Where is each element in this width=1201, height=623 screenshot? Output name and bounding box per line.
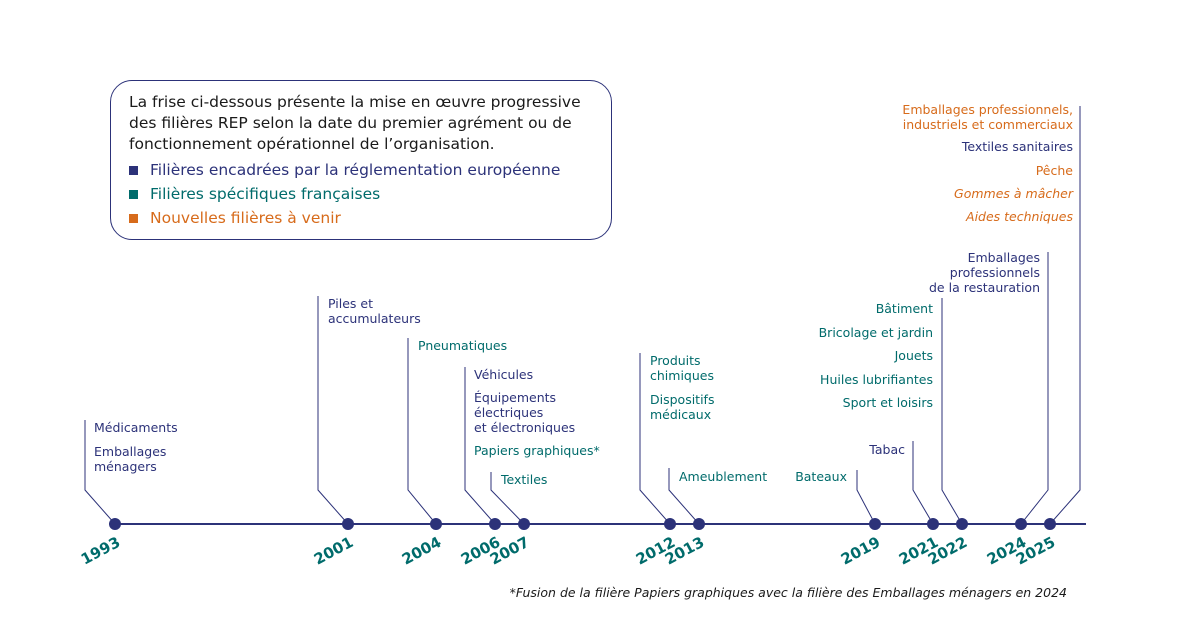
label-gommes-macher: Gommes à mâcher: [954, 186, 1073, 201]
year-dot-2025: [1044, 518, 1056, 530]
connector-2004: [407, 338, 437, 525]
connector-2025: [1049, 106, 1081, 525]
connector-2021: [912, 441, 934, 525]
label-vehicules: Véhicules: [474, 367, 534, 382]
footnote: *Fusion de la filière Papiers graphiques…: [509, 585, 1067, 600]
legend-swatch-fr: [129, 189, 138, 199]
connector-2001: [317, 296, 349, 525]
connector-2024: [1020, 252, 1049, 525]
connector-2007: [490, 472, 525, 525]
label-ameublement: Ameublement: [679, 469, 768, 484]
connector-1993: [84, 420, 116, 525]
year-dot-2006: [489, 518, 501, 530]
legend-item-eu: Filières encadrées par la réglementation…: [129, 158, 593, 182]
label-produits-chimiques: Produits chimiques: [650, 353, 714, 383]
year-dot-2004: [430, 518, 442, 530]
label-bateaux: Bateaux: [795, 469, 847, 484]
year-dot-2012: [664, 518, 676, 530]
label-sport-loisirs: Sport et loisirs: [842, 395, 933, 410]
connector-2022: [941, 298, 963, 525]
legend-item-new: Nouvelles filières à venir: [129, 206, 593, 230]
legend-label-new: Nouvelles filières à venir: [150, 209, 341, 227]
label-bricolage-jardin: Bricolage et jardin: [818, 325, 933, 340]
label-medicaments: Médicaments: [94, 420, 178, 435]
year-dot-2022: [956, 518, 968, 530]
year-dot-2013: [693, 518, 705, 530]
label-peche: Pêche: [1035, 163, 1073, 178]
label-tabac: Tabac: [869, 442, 905, 457]
connector-2019: [856, 470, 876, 525]
legend-intro: La frise ci-dessous présente la mise en …: [129, 93, 581, 153]
label-equipements-electriques: Équipements électriques et électroniques: [474, 390, 576, 435]
label-textiles-sanitaires: Textiles sanitaires: [961, 139, 1073, 154]
legend-item-fr: Filières spécifiques françaises: [129, 182, 593, 206]
label-piles-accumulateurs: Piles et accumulateurs: [328, 296, 421, 326]
legend-box: La frise ci-dessous présente la mise en …: [110, 80, 612, 240]
legend-label-fr: Filières spécifiques françaises: [150, 185, 381, 203]
year-dot-2001: [342, 518, 354, 530]
year-dot-2024: [1015, 518, 1027, 530]
year-dot-2021: [927, 518, 939, 530]
legend-label-eu: Filières encadrées par la réglementation…: [150, 161, 561, 179]
label-emballages-pro-restauration: Emballages professionnels de la restaura…: [929, 250, 1040, 295]
label-dispositifs-medicaux: Dispositifs médicaux: [650, 392, 715, 422]
label-pneumatiques: Pneumatiques: [418, 338, 508, 353]
label-emballages-menagers: Emballages ménagers: [94, 444, 167, 474]
label-emballages-pro-industriels: Emballages professionnels, industriels e…: [902, 102, 1073, 132]
label-jouets: Jouets: [894, 348, 933, 363]
year-dot-2007: [518, 518, 530, 530]
connector-2013: [668, 468, 700, 525]
label-huiles-lubrifiantes: Huiles lubrifiantes: [820, 372, 933, 387]
connector-2012: [639, 353, 671, 525]
label-aides-techniques: Aides techniques: [966, 209, 1073, 224]
legend-swatch-eu: [129, 165, 138, 175]
year-dot-1993: [109, 518, 121, 530]
year-dot-2019: [869, 518, 881, 530]
label-papiers-graphiques: Papiers graphiques*: [474, 443, 600, 458]
connector-2006: [464, 367, 496, 525]
legend-swatch-new: [129, 213, 138, 223]
label-textiles: Textiles: [501, 472, 548, 487]
label-batiment: Bâtiment: [875, 301, 933, 316]
